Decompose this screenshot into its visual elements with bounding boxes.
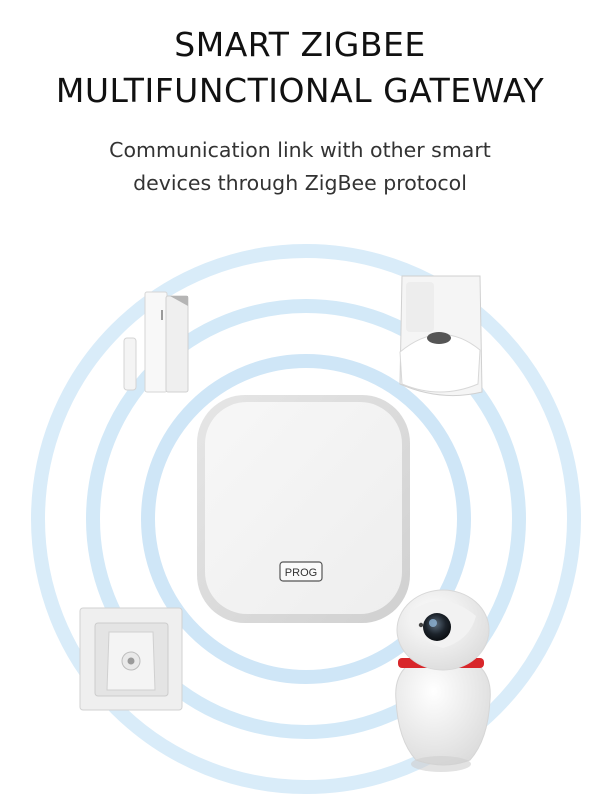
- signal-ring-middle: [86, 299, 526, 739]
- door-sensor-icon: [123, 291, 189, 393]
- prog-button[interactable]: [279, 561, 323, 582]
- title-line-1: SMART ZIGBEE: [174, 25, 426, 64]
- page-subtitle: Communication link with other smart devi…: [0, 134, 600, 200]
- camera-icon: [395, 589, 491, 772]
- motion-sensor-icon: [399, 275, 483, 397]
- signal-ring-outer: [31, 244, 581, 794]
- signal-rings: [31, 244, 581, 794]
- subtitle-line-1: Communication link with other smart: [109, 138, 491, 162]
- signal-ring-inner: [141, 354, 471, 684]
- prog-button-label: PROG: [285, 567, 317, 579]
- product-scene: PROG: [0, 230, 600, 800]
- gateway-hub-icon: PROG: [197, 395, 410, 623]
- page-title: SMART ZIGBEE MULTIFUNCTIONAL GATEWAY: [0, 22, 600, 114]
- wall-motion-sensor-icon: [79, 607, 183, 711]
- subtitle-line-2: devices through ZigBee protocol: [133, 171, 467, 195]
- product-illustration: PROG: [31, 244, 581, 794]
- title-line-2: MULTIFUNCTIONAL GATEWAY: [55, 71, 545, 110]
